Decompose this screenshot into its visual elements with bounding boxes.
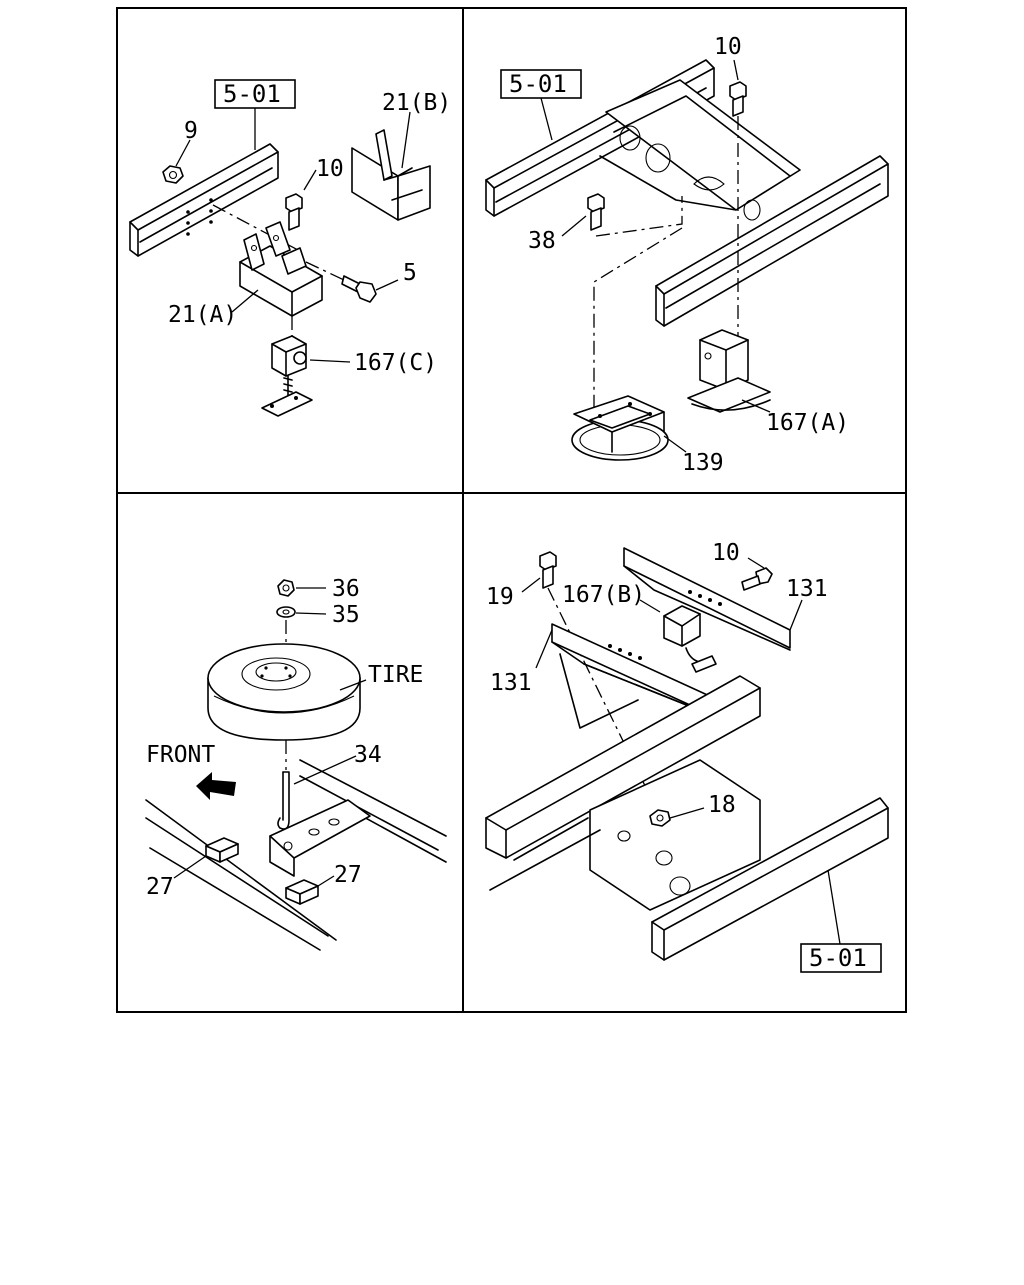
part-21a-bracket: 21(A) (168, 221, 323, 336)
frame-rails (145, 759, 447, 951)
reference-box: 5-01 (800, 869, 882, 973)
part-36-nut: 36 (277, 576, 360, 602)
part-9-nut: 9 (162, 118, 198, 184)
part-18-nut: 18 (649, 792, 736, 827)
reference-box: 5-01 (500, 69, 582, 141)
arrow-icon (196, 772, 236, 800)
panel-top-right: 5-01 10 38 167(A) (485, 34, 889, 476)
reference-box: 5-01 (214, 79, 296, 150)
label-part-38: 38 (528, 228, 556, 254)
part-139-plate: 139 (571, 395, 724, 476)
part-21b-bracket: 21(B) (351, 90, 451, 221)
part-19-bolt: 19 (486, 551, 653, 801)
front-indicator: FRONT (146, 742, 236, 800)
label-part-167c: 167(C) (354, 350, 437, 376)
label-part-19: 19 (486, 584, 514, 610)
label-part-35: 35 (332, 602, 360, 628)
label-part-36: 36 (332, 576, 360, 602)
label-part-27-a: 27 (146, 874, 174, 900)
part-131-bracket: 131 (623, 547, 828, 651)
label-part-9: 9 (184, 118, 198, 144)
label-part-131-b: 131 (490, 670, 532, 696)
chassis-frame (485, 675, 889, 961)
cross-member (599, 79, 801, 221)
frame-rail-lower (655, 155, 889, 327)
label-part-21b: 21(B) (382, 90, 451, 116)
label-front: FRONT (146, 742, 215, 768)
label-part-18: 18 (708, 792, 736, 818)
part-10-bolt: 10 (712, 540, 773, 591)
label-part-10: 10 (712, 540, 740, 566)
part-38-bolt: 38 (528, 193, 683, 412)
part-10-bolt: 10 (714, 34, 747, 342)
reference-box-label: 5-01 (223, 80, 281, 108)
label-part-5: 5 (403, 260, 417, 286)
label-part-21a: 21(A) (168, 302, 237, 328)
label-part-10: 10 (316, 156, 344, 182)
label-part-167b: 167(B) (562, 582, 645, 608)
panel-bottom-right: 19 10 131 167( (485, 540, 889, 973)
part-27-pad: 27 (285, 862, 362, 905)
reference-box-label: 5-01 (509, 70, 567, 98)
label-part-10: 10 (714, 34, 742, 60)
frame-rail (129, 143, 299, 257)
label-part-27-b: 27 (334, 862, 362, 888)
part-167a-carrier: 167(A) (687, 329, 849, 436)
panel-bottom-left: 36 35 TIRE FRONT (145, 576, 447, 951)
label-part-167a: 167(A) (766, 410, 849, 436)
reference-box-label: 5-01 (809, 944, 867, 972)
diagram-frame (116, 7, 907, 1013)
part-27-pad: 27 (146, 837, 239, 900)
spare-tire: TIRE (207, 643, 423, 741)
part-167c-carrier: 167(C) (261, 335, 437, 417)
label-part-139: 139 (682, 450, 724, 476)
label-part-131-a: 131 (786, 576, 828, 602)
part-10-bolt: 10 (285, 156, 344, 231)
label-part-34: 34 (354, 742, 382, 768)
part-167b-carrier: 167(B) (562, 582, 717, 673)
part-131-bracket: 131 (490, 623, 715, 729)
panel-top-left: 5-01 9 21(B) 10 (129, 79, 451, 417)
label-tire: TIRE (368, 662, 423, 688)
part-34-hook: 34 (277, 740, 382, 830)
part-5-bolt: 5 (305, 260, 417, 303)
